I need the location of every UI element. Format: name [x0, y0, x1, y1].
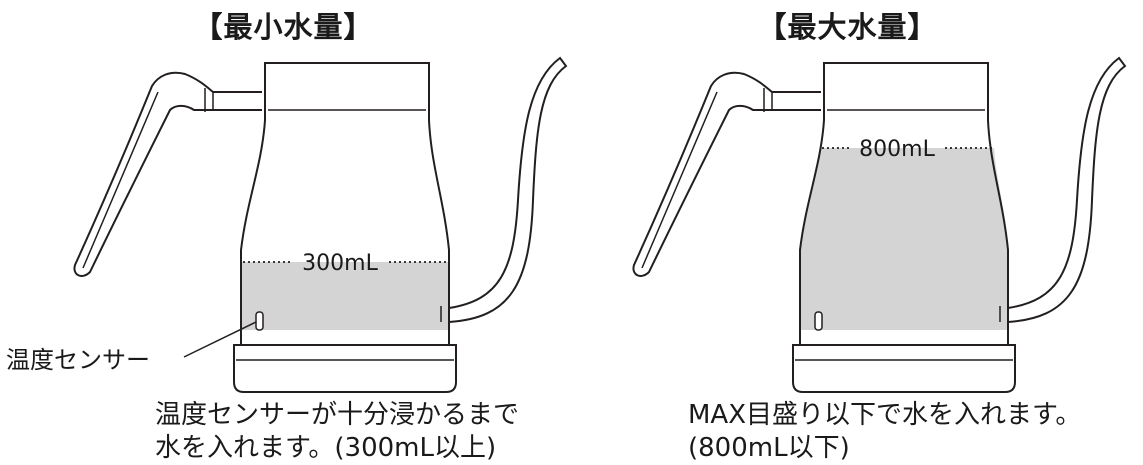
max-water-caption: MAX目盛り以下で水を入れます。 (800mL以下) — [688, 399, 1081, 465]
max-water-title: 【最大水量】 — [757, 10, 938, 44]
min-water-caption: 温度センサーが十分浸かるまで 水を入れます。(300mL以上) — [155, 399, 519, 465]
caption-line: MAX目盛り以下で水を入れます。 — [688, 400, 1082, 430]
kettle-handle-grip — [763, 88, 773, 112]
max-water-panel: 【最大水量】 800mL MAX目盛り以下で水を入れます。 (800mL以下) — [572, 0, 1143, 465]
kettle-handle — [73, 71, 262, 277]
water-fill — [241, 262, 449, 330]
kettle-spout — [1007, 56, 1127, 323]
caption-line: (800mL以下) — [688, 433, 850, 463]
min-water-title: 【最小水量】 — [193, 10, 374, 44]
kettle-base — [792, 344, 1016, 393]
temperature-sensor-label: 温度センサー — [6, 346, 150, 374]
temperature-sensor — [814, 311, 823, 331]
min-water-panel: 【最小水量】 300mL 温度センサー 温度センサーが十分浸かるまで 水を入れま… — [0, 0, 571, 465]
water-fill — [800, 148, 1008, 330]
min-water-kettle-illustration: 300mL — [73, 56, 568, 393]
water-level-label: 800mL — [859, 137, 935, 162]
sensor-leader-line — [183, 321, 257, 358]
max-water-kettle-illustration: 800mL — [632, 56, 1127, 393]
kettle-handle-grip — [204, 88, 214, 112]
kettle-handle-inner — [82, 91, 159, 269]
kettle-handle-inner — [641, 91, 718, 269]
caption-line: 水を入れます。(300mL以上) — [155, 433, 497, 463]
kettle-handle — [632, 71, 821, 277]
kettle-base — [233, 344, 457, 393]
caption-line: 温度センサーが十分浸かるまで — [155, 400, 520, 430]
temperature-sensor — [255, 311, 264, 331]
kettle-spout — [448, 56, 568, 323]
water-level-label: 300mL — [302, 251, 378, 276]
